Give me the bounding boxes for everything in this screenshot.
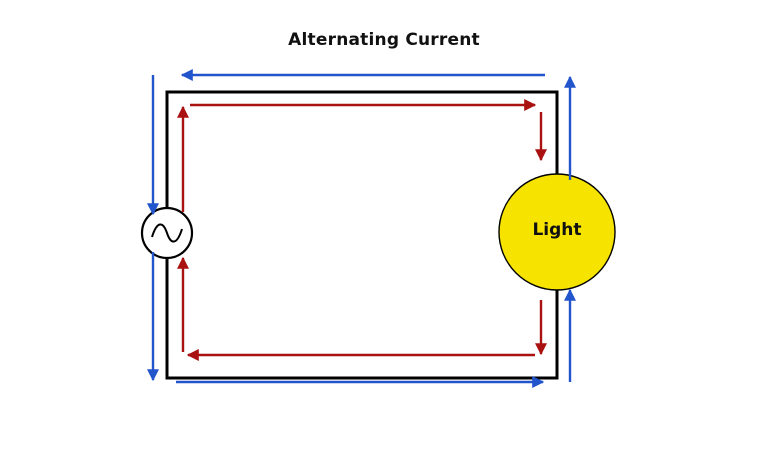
lamp-label: Light [532,220,582,240]
conventional-current-arrows [177,99,547,361]
lamp [498,173,616,291]
lamp-circle [498,173,616,291]
ac-source [140,206,194,260]
sine-wave-icon [151,223,183,243]
page-title: Alternating Current [288,30,480,50]
electron-flow-arrows [147,69,576,388]
